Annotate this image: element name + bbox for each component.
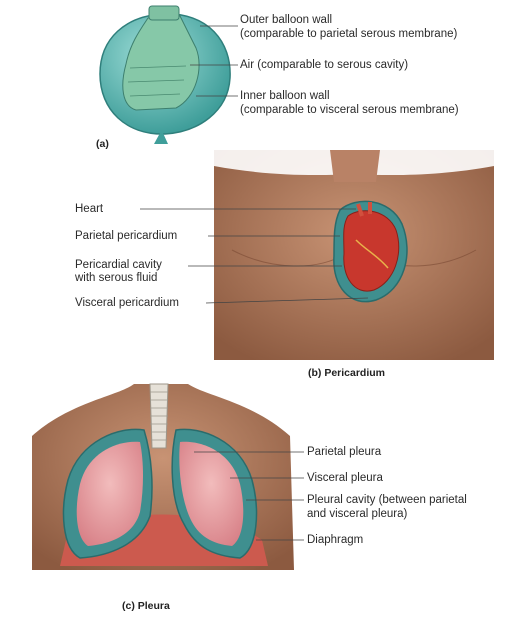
wrist: [149, 6, 179, 20]
caption-panel-b: (b) Pericardium: [308, 367, 385, 379]
label-diaphragm: Diaphragm: [307, 534, 363, 547]
caption-panel-a: (a): [96, 138, 109, 150]
label-pericardial-cavity-line1: Pericardial cavity: [75, 259, 162, 272]
thorax-illustration: [32, 384, 294, 570]
label-visceral-pleura: Visceral pleura: [307, 472, 383, 485]
chest-illustration: [214, 150, 494, 360]
label-air: Air (comparable to serous cavity): [240, 59, 408, 72]
label-pleural-cavity-line2: and visceral pleura): [307, 508, 407, 521]
label-parietal-pleura: Parietal pleura: [307, 446, 381, 459]
label-visceral-pericardium: Visceral pericardium: [75, 297, 179, 310]
label-outer-balloon-wall-note: (comparable to parietal serous membrane): [240, 28, 457, 41]
label-pericardial-cavity-line2: with serous fluid: [75, 272, 157, 285]
label-parietal-pericardium: Parietal pericardium: [75, 230, 177, 243]
label-heart: Heart: [75, 203, 103, 216]
balloon-illustration: [100, 6, 230, 144]
label-outer-balloon-wall: Outer balloon wall: [240, 14, 332, 27]
neck: [330, 150, 380, 182]
label-pleural-cavity-line1: Pleural cavity (between parietal: [307, 494, 467, 507]
caption-panel-c: (c) Pleura: [122, 600, 170, 612]
label-inner-balloon-wall-note: (comparable to visceral serous membrane): [240, 104, 459, 117]
label-inner-balloon-wall: Inner balloon wall: [240, 90, 330, 103]
